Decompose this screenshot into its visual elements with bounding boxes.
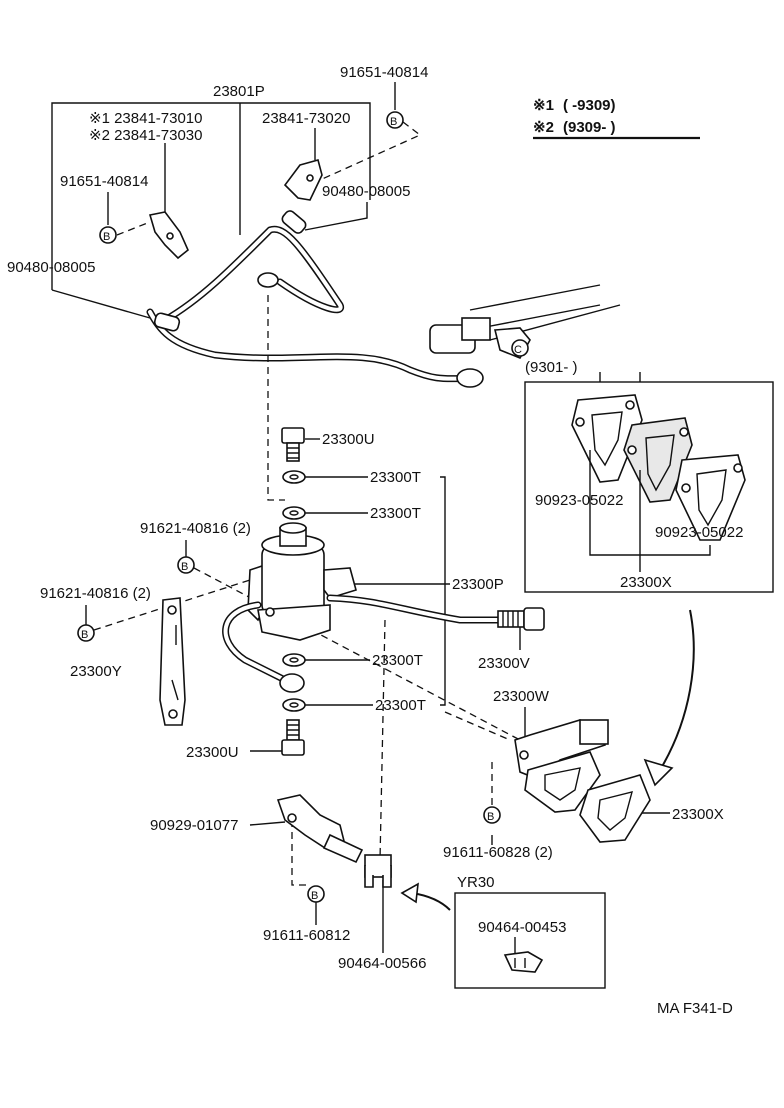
label-23300T-4: 23300T <box>375 697 426 714</box>
bracket-23300Y <box>159 597 186 726</box>
label-23300Y: 23300Y <box>70 663 122 680</box>
leader-90929 <box>249 821 286 826</box>
label-90923-05022-a: 90923-05022 <box>535 492 623 509</box>
bolt-23300U-bottom <box>281 719 305 756</box>
bolt-marker-bracket-text: B <box>81 629 88 641</box>
fuel-hose-23300V <box>326 594 545 631</box>
dash-23300W <box>444 711 511 741</box>
washer-3 <box>282 653 306 667</box>
yr30-part-label: 90464-00453 <box>478 919 566 936</box>
inset-arrow <box>659 609 695 771</box>
top-assembly-bracket <box>51 102 371 290</box>
label-23300T-3: 23300T <box>372 652 423 669</box>
washer-4-hole <box>289 702 299 708</box>
washer-3-hole <box>289 657 299 663</box>
bolt-marker-bottom-text: B <box>487 811 494 823</box>
bolt-marker-pump-top-text: B <box>181 561 188 573</box>
inset-gasket-box: (9301- ) 90923-05022 90923-05022 23300X <box>524 359 774 593</box>
leader-23300T-bracket <box>440 476 446 706</box>
legend-line2-mark: ※2 <box>533 119 554 136</box>
washer-2-hole <box>289 510 299 516</box>
fuel-pump-23300P <box>247 522 357 641</box>
gasket-23300X <box>579 774 651 843</box>
inset-date-range: (9301- ) <box>525 359 578 376</box>
legend-line1-mark: ※1 <box>533 97 554 114</box>
clip-marker-text: C <box>514 344 522 356</box>
yr30-arrow <box>411 892 451 911</box>
label-23300W: 23300W <box>493 688 550 705</box>
leader-90480-right <box>304 202 368 231</box>
inset-yr30-box: YR30 90464-00453 <box>454 874 606 989</box>
dash-center-bottom <box>379 619 386 861</box>
fuel-pipe-23801P <box>146 225 484 388</box>
label-23300T-2: 23300T <box>370 505 421 522</box>
label-23841-73030: ※2 23841-73030 <box>89 127 203 144</box>
label-90929-01077: 90929-01077 <box>150 817 238 834</box>
engine-fitting: C <box>429 284 621 360</box>
label-91651-40814-top: 91651-40814 <box>340 64 428 81</box>
pipe-clamp-left <box>148 211 189 332</box>
clip-90929-01077 <box>276 794 364 864</box>
dash-center-top <box>267 295 285 501</box>
washer-4 <box>282 698 306 712</box>
yr30-arrow-head <box>400 882 419 904</box>
label-23801P: 23801P <box>213 83 265 100</box>
legend: ※1 ( -9309) ※2 (9309- ) <box>533 97 700 140</box>
bolt-marker-clip: B <box>307 885 325 903</box>
dash-clip <box>291 820 308 886</box>
bolt-marker-top: B <box>386 111 404 129</box>
holder-90464-00566 <box>364 854 392 888</box>
yr30-title: YR30 <box>457 874 495 891</box>
label-91621-40816-a: 91621-40816 (2) <box>140 520 251 537</box>
dash-pump-top <box>193 567 521 741</box>
label-90480-08005-left: 90480-08005 <box>7 259 95 276</box>
label-23300P: 23300P <box>452 576 504 593</box>
yr30-clip <box>503 951 544 973</box>
bolt-marker-left-text: B <box>103 231 110 243</box>
inset-arrow-head <box>643 758 674 787</box>
legend-line2-text: (9309- ) <box>563 119 616 136</box>
label-91611-60812: 91611-60812 <box>263 927 350 944</box>
label-23300X-inset: 23300X <box>620 574 672 591</box>
gasket-2 <box>623 417 693 503</box>
dash-bracket <box>93 579 251 631</box>
gasket-3 <box>675 454 746 541</box>
bracket-23300W <box>514 719 609 813</box>
washer-1 <box>282 470 306 484</box>
figure-code: MA F341-D <box>657 1000 733 1017</box>
label-90480-08005-right: 90480-08005 <box>322 183 410 200</box>
bolt-marker-pump-top: B <box>177 556 195 574</box>
bolt-marker-clip-text: B <box>311 890 318 902</box>
label-91621-40816-b: 91621-40816 (2) <box>40 585 151 602</box>
bolt-marker-left: B <box>99 226 117 244</box>
bolt-marker-bottom: B <box>483 806 501 824</box>
legend-line1-text: ( -9309) <box>563 97 616 114</box>
label-23841-73020: 23841-73020 <box>262 110 350 127</box>
label-91611-60828: 91611-60828 (2) <box>443 844 553 861</box>
label-23300T-1: 23300T <box>370 469 421 486</box>
label-23300U-bottom: 23300U <box>186 744 239 761</box>
bolt-marker-bracket: B <box>77 624 95 642</box>
label-91651-40814-left: 91651-40814 <box>60 173 148 190</box>
bolt-marker-top-text: B <box>390 116 397 128</box>
washer-2 <box>282 506 306 520</box>
dash-left-bracket <box>116 221 151 236</box>
label-23300U-top: 23300U <box>322 431 375 448</box>
pipe-clamp-right <box>281 159 323 234</box>
label-23300X-bottom: 23300X <box>672 806 724 823</box>
bolt-23300U-top <box>281 427 305 462</box>
label-23841-73010: ※1 23841-73010 <box>89 110 203 127</box>
label-90923-05022-b: 90923-05022 <box>655 524 743 541</box>
label-23300V: 23300V <box>478 655 530 672</box>
washer-1-hole <box>289 474 299 480</box>
inlet-hose <box>222 601 305 693</box>
label-90464-00566: 90464-00566 <box>338 955 426 972</box>
leader-90480-left <box>51 289 151 319</box>
